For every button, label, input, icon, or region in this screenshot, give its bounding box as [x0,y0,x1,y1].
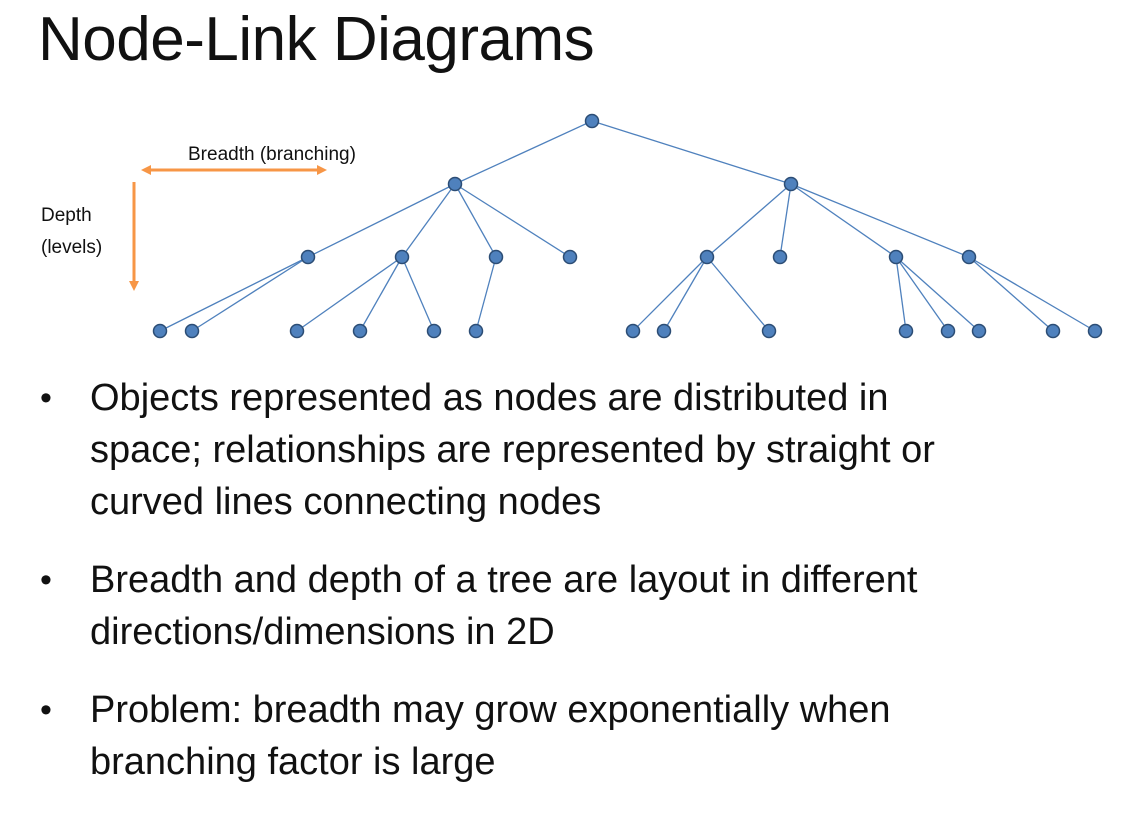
tree-edge [591,120,792,185]
tree-edge [790,183,970,258]
tree-edge [895,256,980,332]
tree-node [447,176,463,192]
tree-edge [968,256,1054,332]
bullet-item: • Objects represented as nodes are distr… [38,372,1133,528]
tree-node-leaf [940,323,956,339]
bullet-line: Breadth and depth of a tree are layout i… [90,559,918,601]
tree-node-leaf [184,323,200,339]
tree-node-leaf [625,323,641,339]
tree-edge [895,256,949,332]
tree-edge [475,256,497,332]
bullet-line: directions/dimensions in 2D [90,611,555,653]
tree-node [783,176,799,192]
tree-node [888,249,904,265]
depth-label-line1: Depth [41,205,92,226]
tree-edge [632,256,708,332]
tree-edge [663,256,708,332]
tree-node [562,249,578,265]
bullet-line: space; relationships are represented by … [90,429,935,471]
tree-edges [159,120,1096,332]
tree-diagram: Breadth (branching) Depth (levels) [41,113,1103,339]
tree-node-leaf [656,323,672,339]
tree-node-root [584,113,600,129]
bullet-item: • Breadth and depth of a tree are layout… [38,554,1133,658]
bullet-line: curved lines connecting nodes [90,481,602,523]
bullet-list: • Objects represented as nodes are distr… [38,372,1133,814]
bullet-dot: • [40,691,52,729]
bullet-line: Problem: breadth may grow exponentially … [90,689,891,731]
tree-edge [454,120,593,185]
tree-node-leaf [352,323,368,339]
tree-edge [895,256,907,332]
tree-edge [454,183,497,258]
tree-node-leaf [289,323,305,339]
tree-node [488,249,504,265]
slide-title: Node-Link Diagrams [38,5,595,74]
tree-edge [454,183,571,258]
tree-node-leaf [152,323,168,339]
tree-edge [359,256,403,332]
tree-node [772,249,788,265]
tree-edge [706,183,792,258]
tree-edge [401,183,456,258]
tree-edge [779,183,792,258]
tree-node [699,249,715,265]
bullet-line: Objects represented as nodes are distrib… [90,377,889,419]
tree-edge [790,183,897,258]
tree-edge [706,256,770,332]
tree-edge [968,256,1096,332]
tree-nodes [152,113,1103,339]
tree-node-leaf [971,323,987,339]
breadth-label: Breadth (branching) [188,144,356,165]
tree-edge [401,256,435,332]
tree-node-leaf [468,323,484,339]
bullet-dot: • [40,379,52,417]
tree-node-leaf [761,323,777,339]
bullet-dot: • [40,561,52,599]
tree-node-leaf [426,323,442,339]
tree-edge [307,183,456,258]
tree-edge [296,256,403,332]
tree-node-leaf [1087,323,1103,339]
tree-node [394,249,410,265]
bullet-item: • Problem: breadth may grow exponentiall… [38,684,1133,788]
tree-edge [191,256,309,332]
tree-edge [159,256,309,332]
tree-node [300,249,316,265]
tree-node [961,249,977,265]
depth-label-line2: (levels) [41,237,102,258]
bullet-line: branching factor is large [90,741,496,783]
tree-node-leaf [1045,323,1061,339]
tree-node-leaf [898,323,914,339]
